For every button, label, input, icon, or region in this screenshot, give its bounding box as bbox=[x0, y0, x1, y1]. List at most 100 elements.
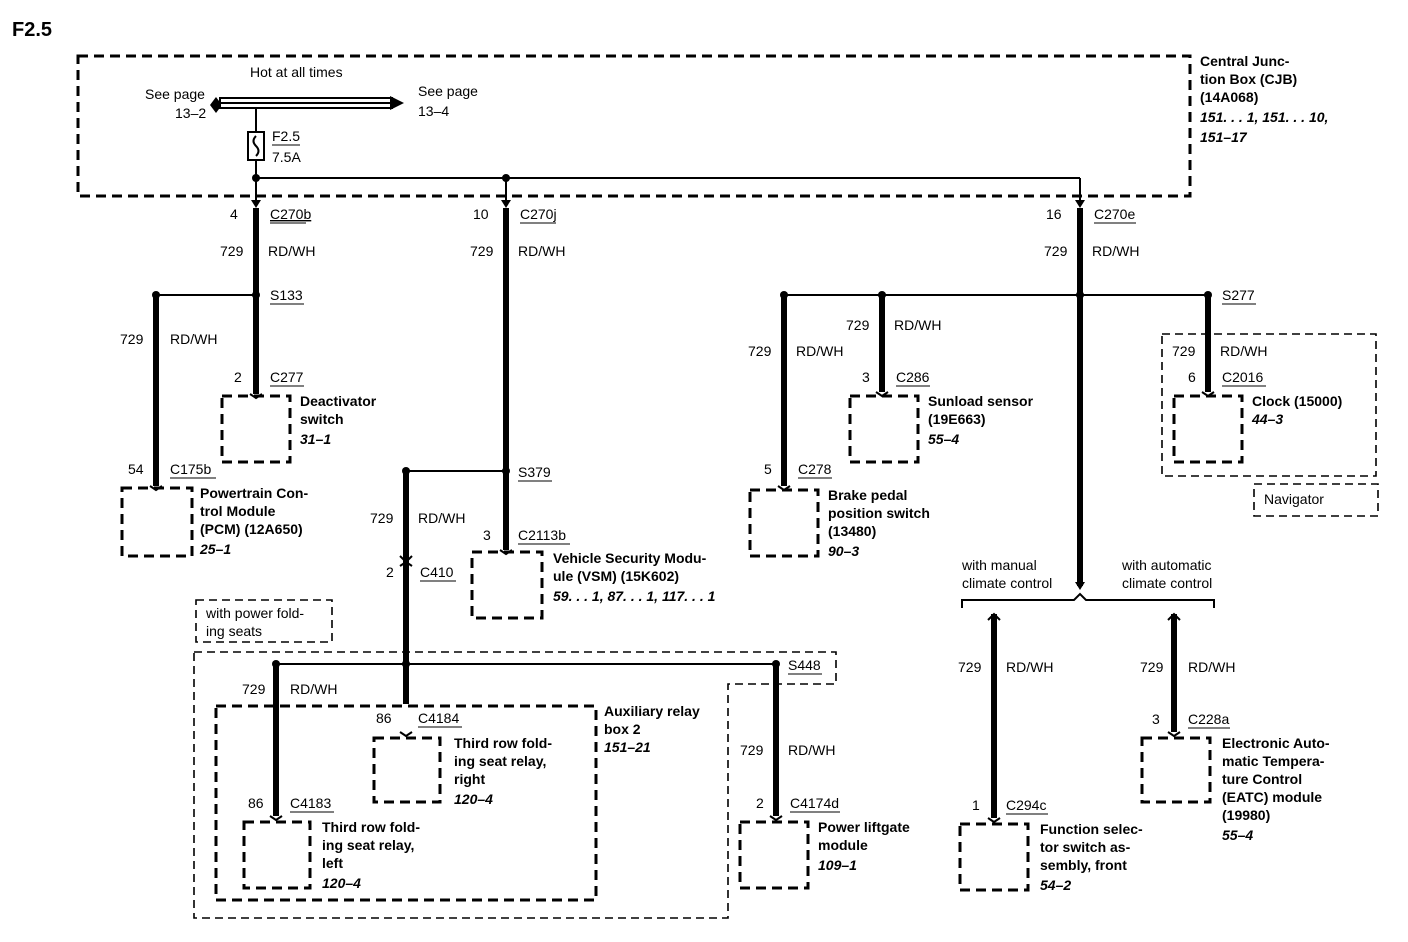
aux-relay-ref: 151–21 bbox=[604, 739, 651, 755]
see-page-left-label: See page bbox=[145, 86, 205, 102]
svg-text:ing seat relay,: ing seat relay, bbox=[322, 837, 414, 853]
svg-text:729: 729 bbox=[1044, 243, 1068, 259]
svg-text:54–2: 54–2 bbox=[1040, 877, 1071, 893]
svg-text:86: 86 bbox=[248, 795, 264, 811]
svg-text:729: 729 bbox=[120, 331, 144, 347]
svg-text:(19E663): (19E663) bbox=[928, 411, 986, 427]
svg-text:position switch: position switch bbox=[828, 505, 930, 521]
svg-text:S448: S448 bbox=[788, 657, 821, 673]
see-page-right-ref: 13–4 bbox=[418, 103, 449, 119]
svg-text:3: 3 bbox=[862, 369, 870, 385]
svg-text:C294c: C294c bbox=[1006, 797, 1046, 813]
svg-text:120–4: 120–4 bbox=[322, 875, 361, 891]
svg-text:729: 729 bbox=[242, 681, 266, 697]
svg-text:25–1: 25–1 bbox=[199, 541, 231, 557]
svg-text:RD/WH: RD/WH bbox=[268, 243, 315, 259]
power-folding-note-box bbox=[195, 599, 333, 643]
cjb-label: Central Junc- tion Box (CJB) (14A068) 15… bbox=[1200, 53, 1328, 145]
svg-text:C175b: C175b bbox=[170, 461, 211, 477]
branch-function-selector: 729 RD/WH 1 C294c Function selec- tor sw… bbox=[958, 612, 1143, 893]
power-folding-note: with power fold- bbox=[205, 605, 304, 621]
svg-text:ture Control: ture Control bbox=[1222, 771, 1302, 787]
svg-text:C270b: C270b bbox=[270, 206, 311, 222]
svg-text:10: 10 bbox=[473, 206, 489, 222]
svg-text:90–3: 90–3 bbox=[828, 543, 859, 559]
branch-c270j: 10 C270j 729 RD/WH S379 3 C2113b Vehicle… bbox=[402, 206, 716, 620]
svg-text:4: 4 bbox=[230, 206, 238, 222]
splice-s379: S379 bbox=[518, 464, 551, 480]
auto-climate-note-2: climate control bbox=[1122, 575, 1212, 591]
navigator-region bbox=[1161, 333, 1377, 477]
power-folding-note-2: ing seats bbox=[206, 623, 262, 639]
svg-text:Power liftgate: Power liftgate bbox=[818, 819, 910, 835]
page-title: F2.5 bbox=[12, 19, 52, 41]
branch-clock: 729 RD/WH 6 C2016 Clock (15000) 44–3 bbox=[1172, 295, 1342, 464]
svg-text:86: 86 bbox=[376, 710, 392, 726]
svg-text:switch: switch bbox=[300, 411, 344, 427]
svg-text:RD/WH: RD/WH bbox=[1006, 659, 1053, 675]
svg-text:Third row fold-: Third row fold- bbox=[322, 819, 420, 835]
liftgate-box bbox=[738, 820, 810, 890]
svg-text:(14A068): (14A068) bbox=[1200, 89, 1258, 105]
branch-sunload: 729 RD/WH 3 C286 Sunload sensor (19E663)… bbox=[846, 295, 1034, 464]
svg-text:2: 2 bbox=[756, 795, 764, 811]
branch-relay-left: 729 RD/WH 86 C4183 Third row fold- ing s… bbox=[242, 664, 420, 891]
svg-text:16: 16 bbox=[1046, 206, 1062, 222]
relay-left-box bbox=[242, 820, 312, 890]
function-selector-box bbox=[958, 822, 1030, 892]
fuse-name: F2.5 bbox=[272, 128, 300, 144]
svg-text:729: 729 bbox=[370, 510, 394, 526]
svg-text:Powertrain Con-: Powertrain Con- bbox=[200, 485, 308, 501]
svg-text:RD/WH: RD/WH bbox=[1220, 343, 1267, 359]
svg-text:729: 729 bbox=[740, 742, 764, 758]
relay-right-box bbox=[372, 736, 442, 804]
svg-text:Sunload sensor: Sunload sensor bbox=[928, 393, 1034, 409]
svg-text:729: 729 bbox=[1140, 659, 1164, 675]
svg-text:C410: C410 bbox=[420, 564, 454, 580]
svg-text:(PCM) (12A650): (PCM) (12A650) bbox=[200, 521, 303, 537]
auto-climate-note: with automatic bbox=[1121, 557, 1211, 573]
svg-text:ule (VSM) (15K602): ule (VSM) (15K602) bbox=[553, 568, 679, 584]
svg-text:C270e: C270e bbox=[1094, 206, 1135, 222]
svg-text:Brake pedal: Brake pedal bbox=[828, 487, 907, 503]
svg-text:left: left bbox=[322, 855, 343, 871]
svg-text:C278: C278 bbox=[798, 461, 832, 477]
svg-text:C286: C286 bbox=[896, 369, 930, 385]
brake-switch-box bbox=[748, 488, 820, 558]
svg-text:Function selec-: Function selec- bbox=[1040, 821, 1143, 837]
clock-box bbox=[1172, 394, 1244, 464]
svg-text:C4184: C4184 bbox=[418, 710, 459, 726]
svg-text:151–17: 151–17 bbox=[1200, 129, 1248, 145]
svg-text:trol Module: trol Module bbox=[200, 503, 276, 519]
svg-text:5: 5 bbox=[764, 461, 772, 477]
svg-text:3: 3 bbox=[1152, 711, 1160, 727]
svg-text:Vehicle Security Modu-: Vehicle Security Modu- bbox=[553, 550, 707, 566]
manual-climate-note: with manual bbox=[961, 557, 1037, 573]
svg-text:55–4: 55–4 bbox=[1222, 827, 1253, 843]
see-page-right-label: See page bbox=[418, 83, 478, 99]
aux-relay-label: Auxiliary relay bbox=[604, 703, 700, 719]
svg-text:RD/WH: RD/WH bbox=[170, 331, 217, 347]
manual-climate-note-2: climate control bbox=[962, 575, 1052, 591]
svg-text:729: 729 bbox=[470, 243, 494, 259]
splice-s448-bus: S448 bbox=[272, 657, 822, 675]
fuse-rating: 7.5A bbox=[272, 149, 301, 165]
svg-text:C4174d: C4174d bbox=[790, 795, 839, 811]
cjb-box bbox=[76, 54, 1192, 198]
svg-text:729: 729 bbox=[958, 659, 982, 675]
svg-text:(EATC) module: (EATC) module bbox=[1222, 789, 1322, 805]
svg-text:44–3: 44–3 bbox=[1251, 411, 1283, 427]
deactivator-switch-box bbox=[220, 394, 292, 464]
vsm-box bbox=[470, 550, 544, 620]
svg-text:right: right bbox=[454, 771, 485, 787]
svg-text:RD/WH: RD/WH bbox=[518, 243, 565, 259]
svg-text:ing seat relay,: ing seat relay, bbox=[454, 753, 546, 769]
svg-text:RD/WH: RD/WH bbox=[788, 742, 835, 758]
power-folding-region bbox=[193, 651, 837, 919]
svg-text:Third row fold-: Third row fold- bbox=[454, 735, 552, 751]
svg-text:729: 729 bbox=[220, 243, 244, 259]
svg-text:matic Tempera-: matic Tempera- bbox=[1222, 753, 1325, 769]
svg-text:2: 2 bbox=[386, 564, 394, 580]
see-page-left-ref: 13–2 bbox=[175, 105, 206, 121]
